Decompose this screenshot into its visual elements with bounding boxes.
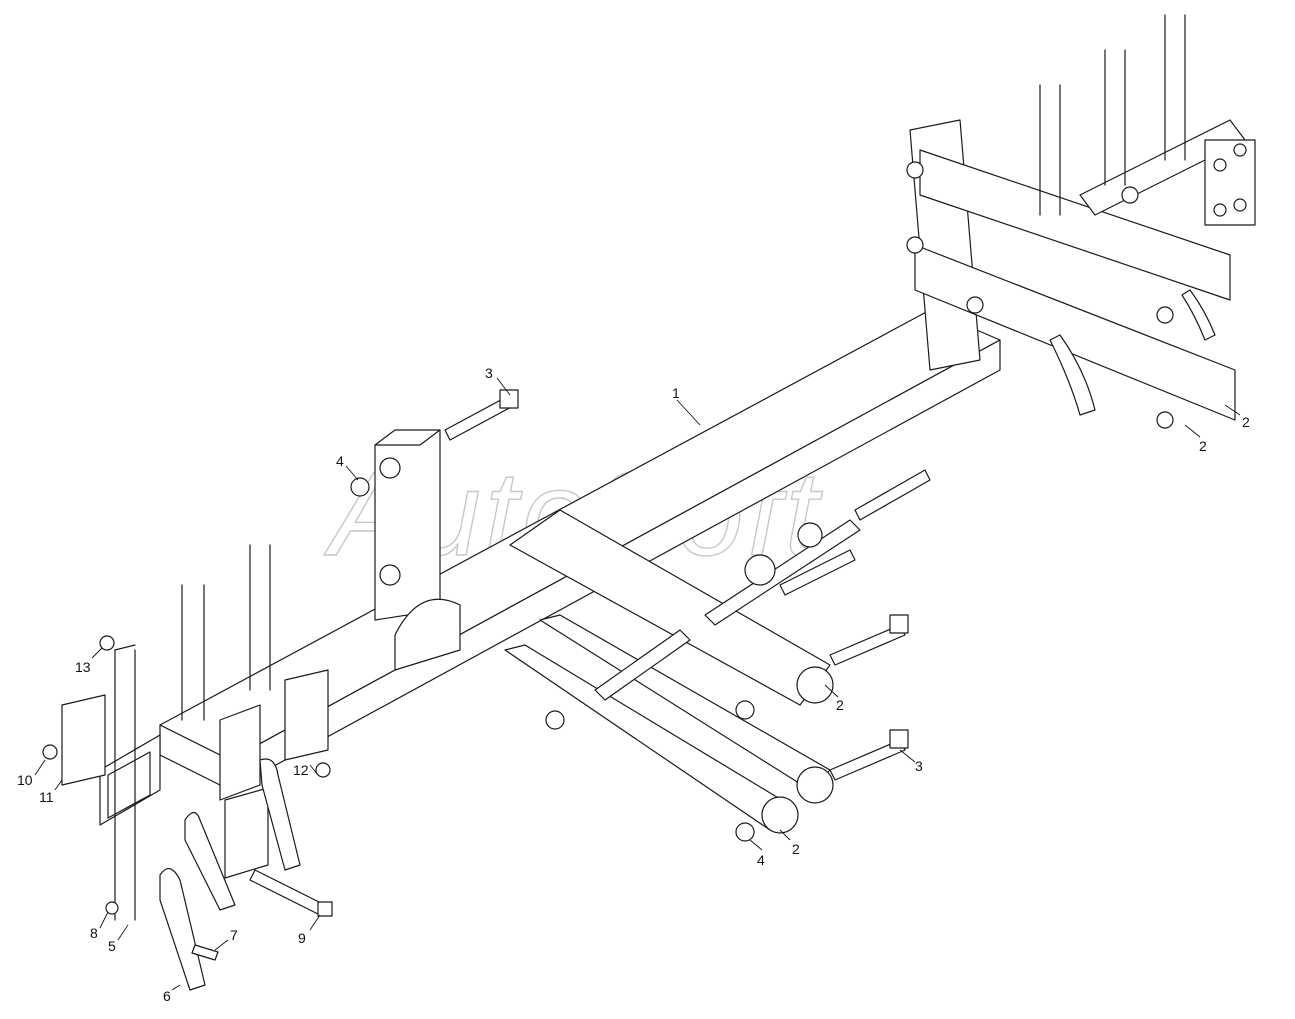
callout-12: 12 [293, 762, 309, 778]
callout-3-lower: 3 [915, 758, 923, 774]
callout-1: 1 [672, 385, 680, 401]
callout-11: 11 [39, 789, 54, 805]
callout-2-center-lower: 2 [792, 841, 800, 857]
callout-2-right-outer: 2 [1242, 414, 1250, 430]
callout-9: 9 [298, 930, 306, 946]
left-assembly [42, 544, 333, 991]
callout-13: 13 [75, 659, 91, 675]
center-linkage [504, 469, 931, 842]
right-frame [906, 14, 1256, 429]
callout-labels: 1 2 2 2 2 3 3 4 4 5 6 7 8 9 10 11 12 13 [17, 365, 1250, 1004]
callout-2-right-inner: 2 [1199, 438, 1207, 454]
callout-3-upper: 3 [485, 365, 493, 381]
callout-4-upper: 4 [336, 453, 344, 469]
center-post [350, 429, 461, 671]
bolt-upper [444, 389, 519, 441]
callout-2-center-upper: 2 [836, 697, 844, 713]
bolt-lower [829, 614, 909, 781]
callout-leaders [34, 377, 1241, 991]
callout-10: 10 [17, 772, 33, 788]
callout-5: 5 [108, 938, 116, 954]
callout-4-lower: 4 [757, 852, 765, 868]
callout-7: 7 [230, 927, 238, 943]
callout-8: 8 [90, 925, 98, 941]
callout-6: 6 [163, 988, 171, 1004]
